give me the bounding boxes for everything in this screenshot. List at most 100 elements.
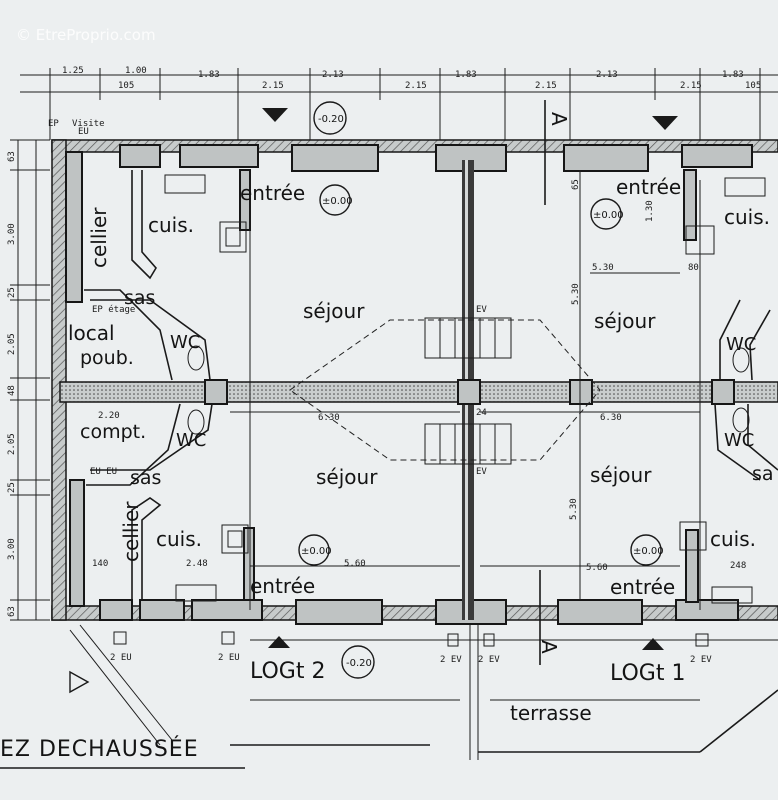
room-sas-bottom-right: sa [752, 463, 774, 485]
level-circle-bottom-log2 [341, 645, 375, 679]
left-dim-7: 25 [7, 482, 17, 493]
room-wc-top-right: WC [726, 334, 756, 355]
room-poub: poub. [80, 347, 134, 369]
dim-530-top: 5.30 [592, 263, 614, 273]
left-dim-8: 3.00 [7, 538, 17, 560]
room-sejour-top-right: séjour [594, 309, 656, 333]
logement-2-label: LOGt 2 [250, 659, 325, 684]
room-wc-top-left: WC [170, 332, 200, 353]
room-entree-bottom-left: entrée [250, 574, 315, 598]
dim-630-left: 6.30 [318, 413, 340, 423]
note-eu-top: EU [78, 127, 89, 137]
left-dim-6: 2.05 [7, 433, 17, 455]
room-sejour-top-left: séjour [303, 299, 365, 323]
room-cuis-top-left: cuis. [148, 213, 194, 237]
plan-title: EZ DECHAUSSÉE [0, 736, 199, 762]
section-mark-bottom: A [537, 640, 561, 654]
level-circle-entree-right [590, 198, 622, 230]
interior-dimensions [230, 170, 701, 610]
note-ev-top: EV [476, 305, 487, 315]
note-visite: Visite [72, 119, 105, 129]
room-wc-bottom-right: WC [724, 430, 754, 451]
left-dim-3: 25 [7, 287, 17, 298]
dim-140: 140 [92, 559, 108, 569]
room-terrasse: terrasse [510, 701, 592, 725]
room-entree-bottom-right: entrée [610, 575, 675, 599]
room-cellier-top: cellier [87, 207, 111, 268]
logement-1-label: LOGt 1 [610, 661, 685, 686]
top-dim-4: 2.15 [262, 81, 284, 91]
level-bottom-left: ±0.00 [301, 546, 332, 557]
note-ep: EP [48, 119, 59, 129]
dim-560-left: 5.60 [344, 559, 366, 569]
top-dim-10: 2.15 [680, 81, 702, 91]
note-2ev-right: 2 EV [478, 655, 500, 665]
exterior-walls [51, 139, 778, 625]
top-dim-5: 2.13 [322, 70, 344, 80]
note-2ev-left: 2 EV [440, 655, 462, 665]
top-dim-1: 1.25 [62, 66, 84, 76]
left-dim-9: 63 [7, 606, 17, 617]
note-ep-etage: EP étage [92, 304, 135, 315]
level-bottom-log2: -0.20 [346, 658, 372, 669]
room-cuis-bottom-left: cuis. [156, 527, 202, 551]
level-circle-entree-left [319, 184, 351, 216]
level-circle-bottom-right [630, 534, 662, 566]
level-top-left: -0.20 [318, 114, 344, 125]
dim-560-right: 5.60 [586, 563, 608, 573]
watermark: © EtreProprio.com [16, 26, 156, 44]
top-dim-6: 2.15 [405, 81, 427, 91]
room-sas-bottom: sas [130, 467, 161, 489]
party-walls [59, 160, 778, 620]
dim-630-right: 6.30 [600, 413, 622, 423]
note-2eu-mid: 2 EU [218, 653, 240, 663]
room-cuis-top-right: cuis. [724, 205, 770, 229]
section-marks [262, 100, 678, 665]
room-cellier-bottom: cellier [119, 501, 143, 562]
top-dim-11: 1.83 [722, 70, 744, 80]
room-local: local [68, 321, 115, 345]
room-sejour-bottom-right: séjour [590, 463, 652, 487]
dim-130: 1.30 [645, 200, 655, 222]
left-dim-4: 2.05 [7, 333, 17, 355]
dim-248-left: 2.48 [186, 559, 208, 569]
dim-80: 80 [688, 263, 699, 273]
note-2ev-far: 2 EV [690, 655, 712, 665]
level-entree-top-right: ±0.00 [593, 210, 624, 221]
top-dimension-chain: 1.25 1.00 1.83 2.15 2.13 2.15 1.83 2.15 … [20, 66, 778, 140]
room-entree-top-right: entrée [616, 175, 681, 199]
dim-65: 65 [571, 179, 581, 190]
room-compt: compt. [80, 421, 146, 443]
left-dim-1: 63 [7, 151, 17, 162]
note-eu-eu: EU EU [90, 467, 117, 477]
room-entree-top-left: entrée [240, 181, 305, 205]
level-bottom-right: ±0.00 [633, 546, 664, 557]
top-sub-dim-7: 105 [745, 81, 761, 91]
dim-530-vertical-top: 5.30 [571, 283, 581, 305]
top-dim-2: 1.00 [125, 66, 147, 76]
stairs [289, 317, 601, 465]
left-dimension-chain: 63 3.00 25 2.05 48 2.05 25 3.00 63 [7, 139, 50, 621]
level-entree-top-left: ±0.00 [322, 196, 353, 207]
top-dim-9: 2.13 [596, 70, 618, 80]
top-dim-8: 2.15 [535, 81, 557, 91]
drain-symbols [113, 631, 709, 647]
level-circle-bottom-left [298, 534, 330, 566]
dim-248-right: 248 [730, 561, 746, 571]
dim-220: 2.20 [98, 411, 120, 421]
dim-530-vertical-bottom: 5.30 [569, 498, 579, 520]
top-dim-7: 1.83 [455, 70, 477, 80]
room-cuis-bottom-right: cuis. [710, 527, 756, 551]
note-2eu-left: 2 EU [110, 653, 132, 663]
dim-24: 24 [476, 408, 487, 418]
room-sas-top: sas [124, 287, 155, 309]
level-circle-top-left [313, 101, 347, 135]
terrace-area [0, 624, 778, 769]
left-dim-5: 48 [7, 385, 17, 396]
left-dim-2: 3.00 [7, 223, 17, 245]
top-dim-3: 1.83 [198, 70, 220, 80]
room-sejour-bottom-left: séjour [316, 465, 378, 489]
room-wc-bottom-left: WC [176, 430, 206, 451]
section-mark-top: A [547, 112, 571, 126]
